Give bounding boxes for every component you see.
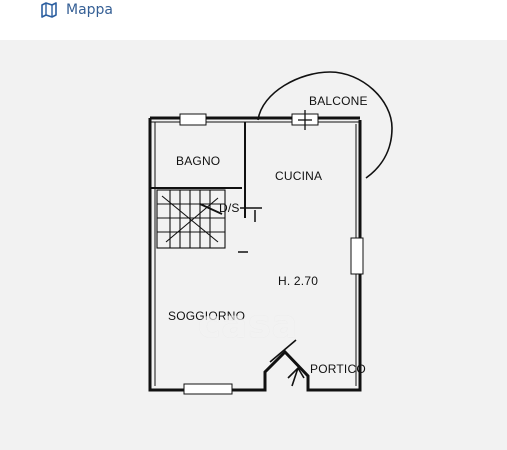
room-label-balcone: BALCONE <box>309 94 368 108</box>
map-link[interactable]: Mappa <box>40 0 113 20</box>
floorplan-image: BALCONE BAGNO CUCINA D/S H. 2.70 SOGGIOR… <box>148 71 393 395</box>
room-label-portico: PORTICO <box>310 362 366 376</box>
room-label-soggiorno: SOGGIORNO <box>168 309 245 323</box>
floorplan-panel <box>0 40 507 450</box>
map-link-label: Mappa <box>66 2 114 18</box>
room-label-ds: D/S <box>219 201 240 215</box>
watermark: casa <box>198 302 299 346</box>
room-label-cucina: CUCINA <box>275 169 322 183</box>
room-label-bagno: BAGNO <box>176 154 220 168</box>
height-label: H. 2.70 <box>278 274 318 288</box>
top-bar: Mappa <box>0 0 507 22</box>
map-icon <box>40 1 58 19</box>
